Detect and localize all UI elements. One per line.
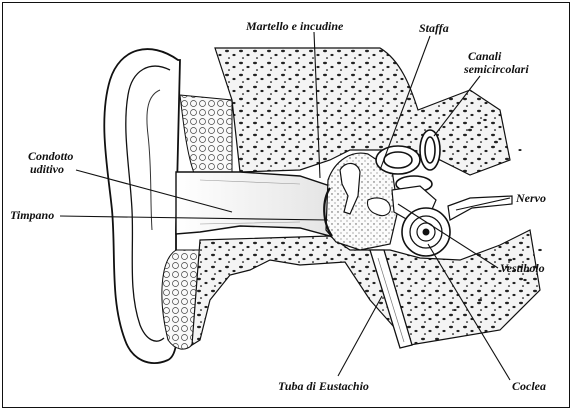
label-coclea: Coclea: [512, 380, 546, 393]
label-nervo: Nervo: [516, 192, 546, 205]
label-martello: Martello e incudine: [246, 20, 343, 33]
cochlea: [402, 208, 450, 256]
label-canali-line2: semicircolari: [464, 63, 529, 76]
label-tuba: Tuba di Eustachio: [278, 380, 369, 393]
label-condotto: Condotto uditivo: [28, 150, 73, 176]
label-vestibolo: Vestibolo: [500, 262, 545, 275]
label-staffa: Staffa: [419, 22, 449, 35]
label-condotto-line2: uditivo: [28, 163, 73, 176]
label-canali: Canali semicircolari: [464, 50, 529, 76]
label-timpano: Timpano: [10, 209, 54, 222]
